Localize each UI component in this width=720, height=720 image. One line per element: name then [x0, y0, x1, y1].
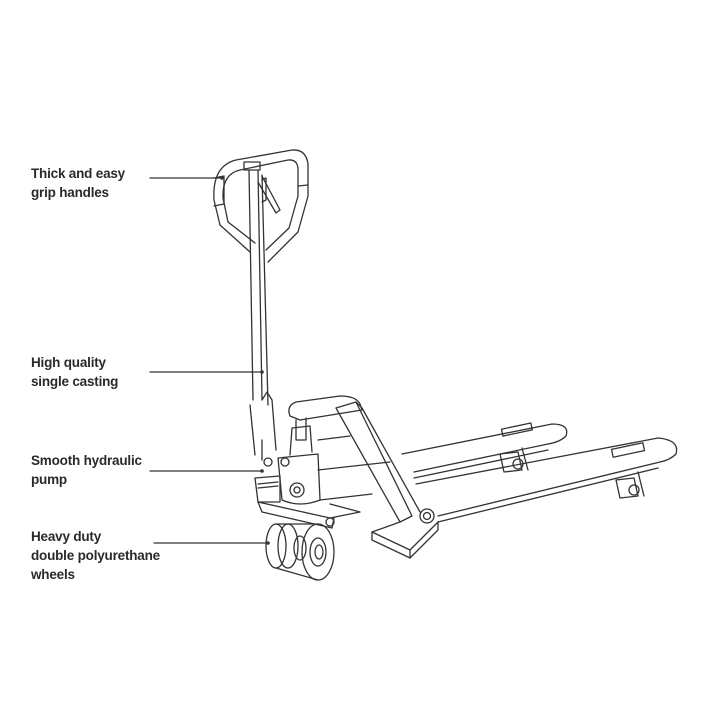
callout-casting-label: High quality single casting — [31, 353, 118, 391]
callout-pump-line-1: Smooth hydraulic — [31, 453, 142, 468]
callout-wheels-line-2: double polyurethane — [31, 548, 160, 563]
forks — [371, 422, 678, 559]
handle-icon — [213, 149, 309, 263]
callout-casting-line-2: single casting — [31, 374, 119, 389]
load-roller-back — [499, 447, 529, 473]
callout-handles-line-1: Thick and easy — [31, 166, 125, 181]
hydraulic-pump — [254, 395, 363, 529]
callout-handles-label: Thick and easy grip handles — [31, 164, 125, 202]
leader-lines — [149, 177, 269, 544]
callout-pump-line-2: pump — [31, 472, 67, 487]
callout-pump-label: Smooth hydraulic pump — [31, 451, 142, 489]
tiller-shaft — [248, 169, 277, 461]
callout-casting-line-1: High quality — [31, 355, 106, 370]
callout-handles-line-2: grip handles — [31, 185, 109, 200]
load-roller-front — [615, 471, 645, 499]
steer-wheels — [265, 523, 335, 581]
lift-arm — [317, 401, 435, 524]
callout-wheels-label: Heavy duty double polyurethane wheels — [31, 527, 160, 584]
callout-wheels-line-1: Heavy duty — [31, 529, 102, 544]
callout-wheels-line-3: wheels — [31, 567, 75, 582]
